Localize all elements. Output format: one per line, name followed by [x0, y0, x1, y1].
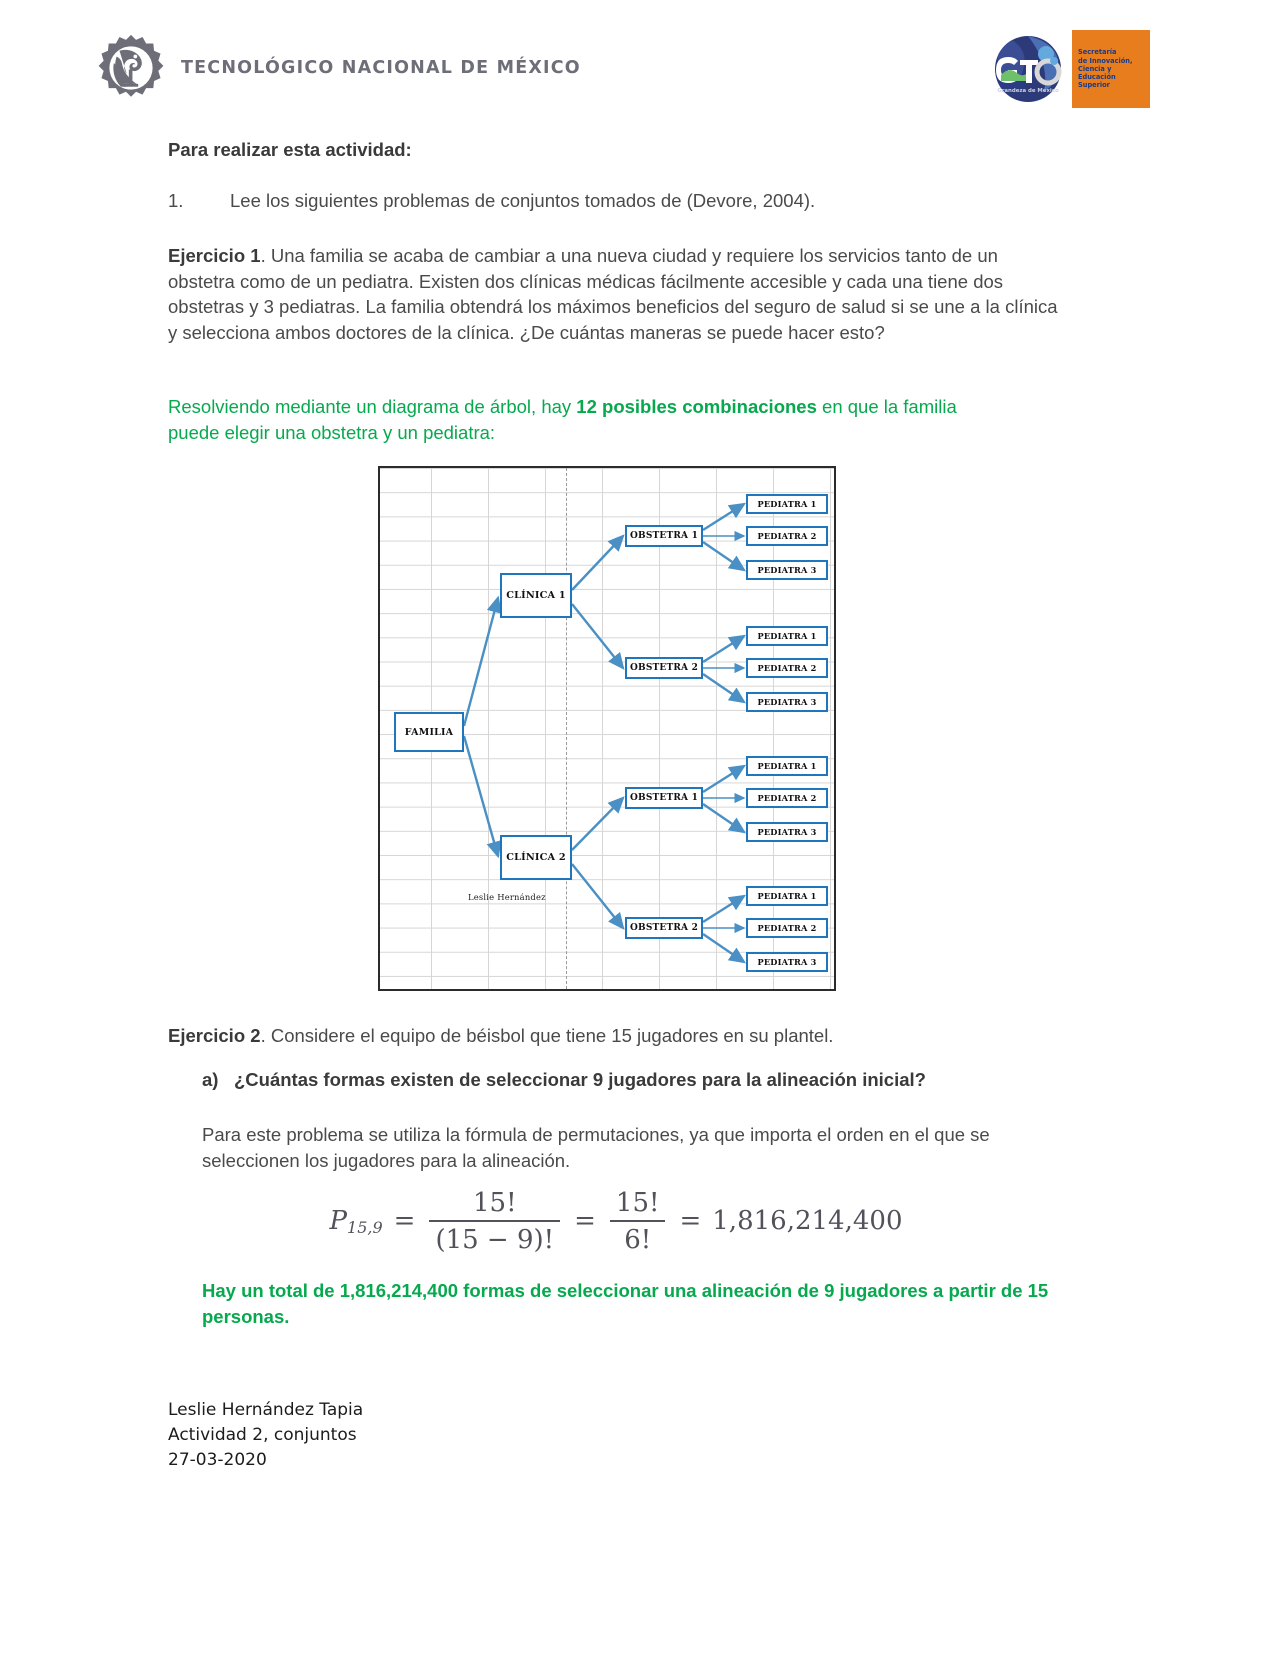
formula-numerator-1: 15!: [473, 1188, 517, 1218]
list-item: 1. Lee los siguientes problemas de conjun…: [168, 190, 1064, 212]
gto-line-3: Ciencia y: [1078, 64, 1112, 73]
tree-node-obstetra-c1-2: OBSTETRA 2: [625, 657, 703, 679]
formula-result: 1,816,214,400: [712, 1206, 903, 1237]
fraction-bar-icon: [609, 1220, 666, 1222]
ejercicio2-question-a: a) ¿Cuántas formas existen de seleccionar…: [202, 1069, 1064, 1091]
formula-equals-3: =: [679, 1206, 702, 1237]
tree-node-pediatra-c1: PEDIATRA 1: [746, 756, 828, 776]
list-item-number: 1.: [168, 190, 184, 211]
tree-node-pediatra-a1: PEDIATRA 1: [746, 494, 828, 514]
gto-circle-logo-icon: Grandeza de México: [984, 30, 1072, 108]
gto-line-2: de Innovación,: [1078, 56, 1133, 65]
tree-node-pediatra-b3: PEDIATRA 3: [746, 692, 828, 712]
ejercicio1-text: . Una familia se acaba de cambiar a una …: [168, 245, 1058, 343]
gto-logo-block: Grandeza de México Secretaría de Innovac…: [984, 30, 1150, 108]
ejercicio2-label: Ejercicio 2: [168, 1025, 261, 1046]
ejercicio1-label: Ejercicio 1: [168, 245, 261, 266]
tree-node-pediatra-d3: PEDIATRA 3: [746, 952, 828, 972]
tree-node-pediatra-a3: PEDIATRA 3: [746, 560, 828, 580]
ejercicio2-paragraph: Ejercicio 2. Considere el equipo de béis…: [168, 1023, 1064, 1049]
formula-denominator-1: (15 − 9)!: [435, 1224, 555, 1255]
gto-line-4: Educación: [1078, 73, 1116, 82]
eagle-gear-logo-icon: [95, 32, 167, 104]
green-intro-post: en que la familia puede elegir una obste…: [168, 396, 957, 443]
question-a-text: ¿Cuántas formas existen de seleccionar 9…: [234, 1069, 926, 1090]
formula-equals-1: =: [393, 1206, 416, 1237]
formula-equals-2: =: [574, 1206, 596, 1237]
diagram-signature: Leslie Hernández: [468, 892, 546, 902]
tree-node-pediatra-c2: PEDIATRA 2: [746, 788, 828, 808]
fraction-bar-icon: [429, 1220, 561, 1222]
formula-subscript: 15,9: [347, 1217, 383, 1237]
tecnm-logo: TECNOLÓGICO NACIONAL DE MÉXICO: [95, 32, 581, 104]
tree-node-familia: FAMILIA: [394, 712, 464, 752]
gto-line-1: Secretaría: [1078, 48, 1117, 57]
formula-fraction-2: 15! 6!: [609, 1188, 666, 1255]
footer-author: Leslie Hernández Tapia: [168, 1400, 364, 1420]
tree-node-pediatra-d2: PEDIATRA 2: [746, 918, 828, 938]
gto-line-5: Superior: [1078, 81, 1110, 90]
tree-node-clinica-2: CLÍNICA 2: [500, 835, 572, 880]
tree-node-clinica-1: CLÍNICA 1: [500, 573, 572, 618]
tree-diagram: FAMILIA CLÍNICA 1 CLÍNICA 2 OBSTETRA 1 O…: [378, 466, 836, 991]
green-conclusion: Hay un total de 1,816,214,400 formas de …: [202, 1280, 1049, 1327]
tree-node-pediatra-d1: PEDIATRA 1: [746, 886, 828, 906]
tree-connector-lines: [462, 502, 747, 964]
footer-date: 27-03-2020: [168, 1450, 267, 1470]
formula-fraction-1: 15! (15 − 9)!: [429, 1188, 561, 1255]
tree-node-obstetra-c2-2: OBSTETRA 2: [625, 917, 703, 939]
ejercicio2-explanation: Para este problema se utiliza la fórmula…: [202, 1124, 990, 1171]
question-a-marker: a): [202, 1069, 219, 1090]
page-footer: Leslie Hernández Tapia Actividad 2, conj…: [168, 1398, 668, 1473]
tree-node-pediatra-a2: PEDIATRA 2: [746, 526, 828, 546]
tree-node-obstetra-c2-1: OBSTETRA 1: [625, 787, 703, 809]
formula-symbol: P: [329, 1206, 348, 1237]
list-item-text: Lee los siguientes problemas de conjunto…: [230, 190, 816, 211]
green-intro-highlight: 12 posibles combinaciones: [576, 396, 817, 417]
ejercicio2-text: . Considere el equipo de béisbol que tie…: [260, 1025, 834, 1046]
tree-node-pediatra-b2: PEDIATRA 2: [746, 658, 828, 678]
svg-text:Grandeza de México: Grandeza de México: [997, 87, 1059, 94]
green-intro-paragraph: Resolviendo mediante un diagrama de árbo…: [168, 394, 1008, 445]
page-header: TECNOLÓGICO NACIONAL DE MÉXICO: [0, 0, 1280, 130]
gto-secretaria-panel: Secretaría de Innovación, Ciencia y Educ…: [1072, 30, 1150, 108]
formula-numerator-2: 15!: [615, 1188, 660, 1218]
tree-node-pediatra-b1: PEDIATRA 1: [746, 626, 828, 646]
footer-activity: Actividad 2, conjuntos: [168, 1425, 357, 1445]
tree-node-obstetra-c1-1: OBSTETRA 1: [625, 525, 703, 547]
page-break-dashed-line: [566, 468, 567, 989]
tecnm-wordmark: TECNOLÓGICO NACIONAL DE MÉXICO: [181, 58, 581, 78]
green-intro-pre: Resolviendo mediante un diagrama de árbo…: [168, 396, 577, 417]
activity-heading: Para realizar esta actividad:: [168, 139, 412, 160]
ejercicio1-paragraph: Ejercicio 1. Una familia se acaba de cam…: [168, 243, 1060, 345]
tree-node-pediatra-c3: PEDIATRA 3: [746, 822, 828, 842]
formula-denominator-2: 6!: [624, 1224, 652, 1255]
